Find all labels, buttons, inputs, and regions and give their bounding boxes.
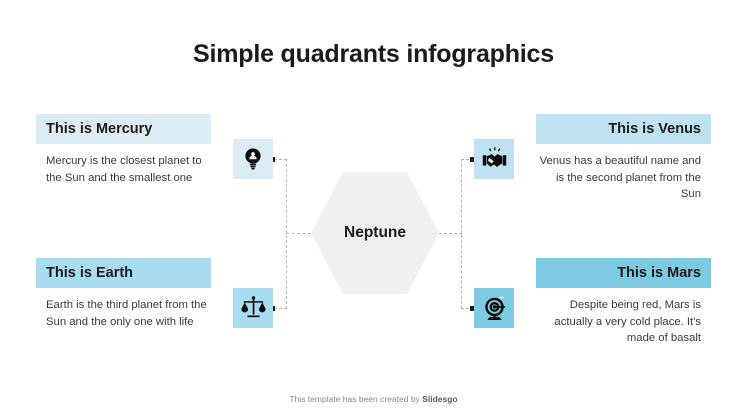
quadrant-heading-venus: This is Venus — [536, 114, 711, 144]
quadrant-block-venus: This is Venus Venus has a beautiful name… — [536, 114, 711, 203]
connector-line-earth — [274, 308, 287, 309]
quadrant-heading-earth: This is Earth — [36, 258, 211, 288]
connector-line-right-vertical — [461, 159, 462, 309]
center-hexagon-label: Neptune — [344, 224, 406, 241]
quadrant-block-mercury: This is Mercury Mercury is the closest p… — [36, 114, 211, 186]
footer-text: This template has been created by — [289, 394, 423, 404]
center-hexagon: Neptune — [311, 172, 439, 294]
connector-dot-venus — [470, 156, 475, 162]
quadrant-heading-mercury: This is Mercury — [36, 114, 211, 144]
balance-scale-icon — [240, 295, 266, 317]
connector-line-right-hexagon — [439, 233, 462, 234]
handshake-icon — [482, 146, 506, 167]
footer-credit: This template has been created by Slides… — [0, 394, 747, 404]
connector-dot-mars — [470, 305, 475, 311]
footer-brand-link[interactable]: Slidesgo — [422, 394, 458, 404]
quadrant-block-earth: This is Earth Earth is the third planet … — [36, 258, 211, 330]
connector-line-venus — [461, 159, 474, 160]
connector-line-mars — [461, 308, 474, 309]
quadrant-body-mercury: Mercury is the closest planet to the Sun… — [46, 155, 202, 184]
quadrant-block-mars: This is Mars Despite being red, Mars is … — [536, 258, 711, 347]
icon-tile-venus[interactable] — [474, 139, 514, 179]
page-title: Simple quadrants infographics — [193, 40, 554, 68]
icon-tile-mercury[interactable] — [233, 139, 273, 179]
connector-line-mercury — [274, 159, 287, 160]
quadrant-body-mars: Despite being red, Mars is actually a ve… — [554, 299, 701, 344]
connector-line-left-vertical — [286, 159, 287, 309]
quadrant-heading-mars: This is Mars — [536, 258, 711, 288]
connector-line-left-hexagon — [286, 233, 311, 234]
target-arrow-icon — [484, 296, 505, 320]
lightbulb-person-icon — [245, 148, 261, 170]
icon-tile-mars[interactable] — [474, 288, 514, 328]
quadrant-body-venus: Venus has a beautiful name and is the se… — [539, 155, 701, 200]
icon-tile-earth[interactable] — [233, 288, 273, 328]
quadrant-body-earth: Earth is the third planet from the Sun a… — [46, 299, 207, 328]
